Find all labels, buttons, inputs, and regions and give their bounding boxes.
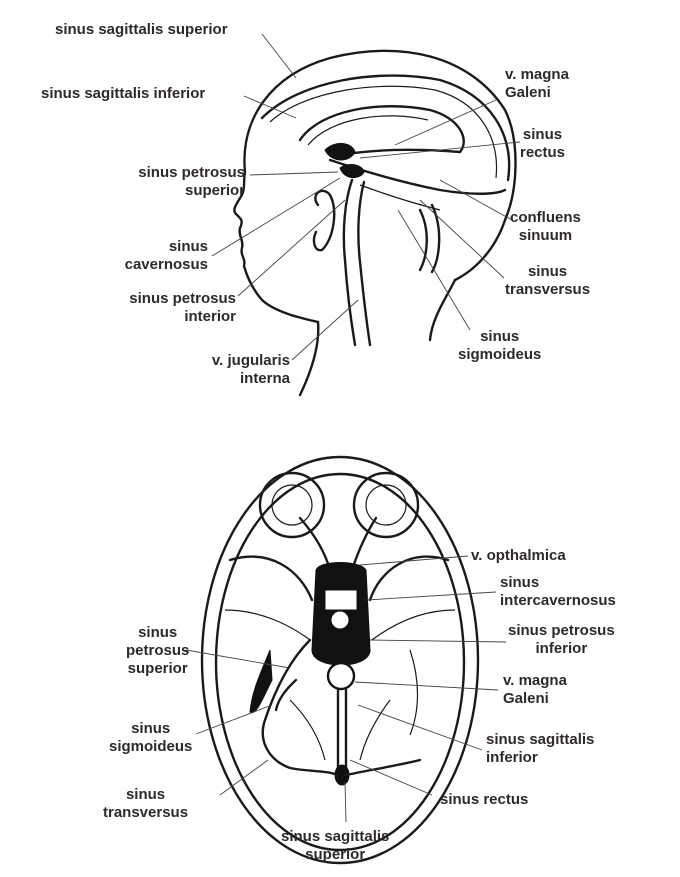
label-sinus-intercavernosus: sinus intercavernosus — [500, 574, 616, 610]
label-sinus-sagittalis-superior-basal: sinus sagittalis superior — [281, 828, 389, 864]
label-sinus-petrosus-superior-basal: sinus petrosus superior — [126, 624, 189, 678]
label-sinus-sagittalis-inferior: sinus sagittalis inferior — [41, 85, 205, 103]
label-v-magna-galeni-basal: v. magna Galeni — [503, 672, 567, 708]
label-sinus-rectus-basal: sinus rectus — [440, 791, 528, 809]
label-sinus-petrosus-superior: sinus petrosus superior — [97, 164, 245, 200]
label-sinus-sagittalis-superior: sinus sagittalis superior — [55, 21, 228, 39]
label-v-magna-galeni: v. magna Galeni — [505, 66, 569, 102]
label-confluens-sinuum: confluens sinuum — [510, 209, 581, 245]
label-sinus-sigmoideus-basal: sinus sigmoideus — [109, 720, 192, 756]
label-v-jugularis-interna: v. jugularis interna — [186, 352, 290, 388]
label-sinus-petrosus-inferior: sinus petrosus interior — [74, 290, 236, 326]
label-v-opthalmica: v. opthalmica — [471, 547, 566, 565]
label-sinus-transversus-basal: sinus transversus — [103, 786, 188, 822]
label-sinus-petrosus-inferior-basal: sinus petrosus inferior — [508, 622, 615, 658]
label-sinus-sigmoideus: sinus sigmoideus — [458, 328, 541, 364]
label-sinus-transversus: sinus transversus — [505, 263, 590, 299]
label-sinus-cavernosus: sinus cavernosus — [96, 238, 208, 274]
label-sinus-sagittalis-inferior-basal: sinus sagittalis inferior — [486, 731, 594, 767]
label-sinus-rectus: sinus rectus — [520, 126, 565, 162]
